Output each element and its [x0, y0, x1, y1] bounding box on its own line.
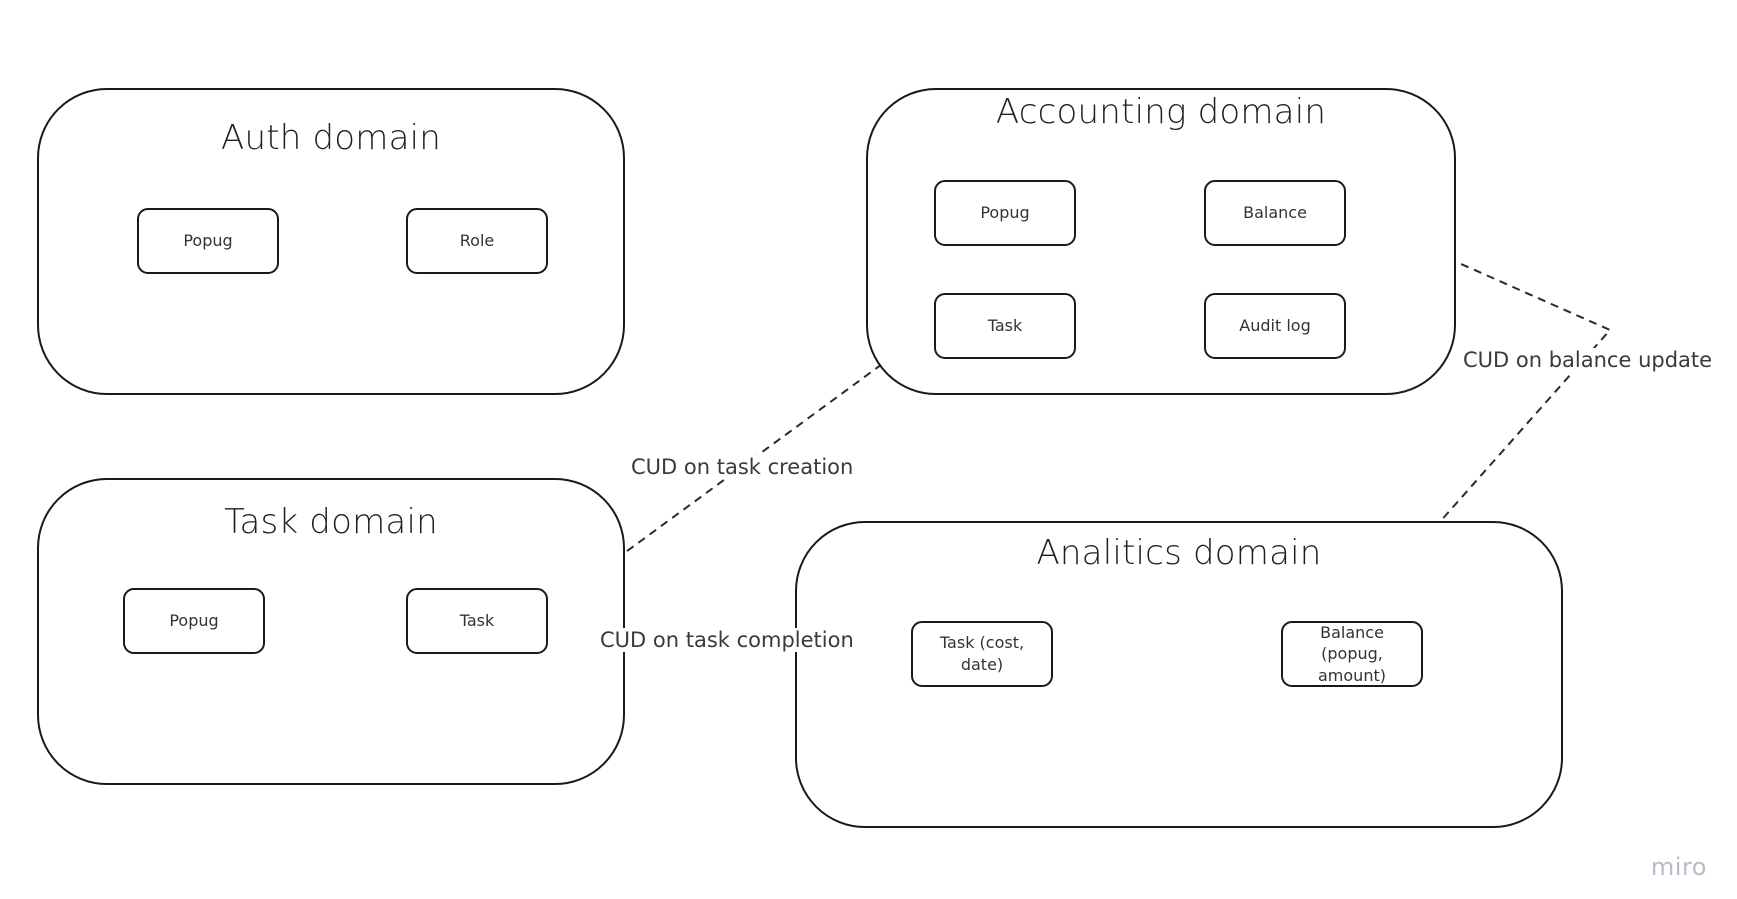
auth-role-entity[interactable]: Role: [406, 208, 548, 274]
task-domain-popug-entity[interactable]: Popug: [123, 588, 265, 654]
task-domain-title: Task domain: [224, 502, 438, 542]
accounting-task-entity[interactable]: Task: [934, 293, 1076, 359]
miro-watermark: miro: [1650, 853, 1707, 881]
accounting-balance-entity[interactable]: Balance: [1204, 180, 1346, 246]
accounting-audit-log-entity[interactable]: Audit log: [1204, 293, 1346, 359]
accounting-domain-title: Accounting domain: [995, 92, 1327, 132]
auth-popug-entity[interactable]: Popug: [137, 208, 279, 274]
analytics-domain-title: Analitics domain: [1036, 533, 1322, 573]
edge-label-task-completion: CUD on task completion: [598, 628, 856, 652]
edge-label-task-creation: CUD on task creation: [629, 455, 856, 479]
task-domain-task-entity[interactable]: Task: [406, 588, 548, 654]
accounting-popug-entity[interactable]: Popug: [934, 180, 1076, 246]
auth-domain-title: Auth domain: [220, 118, 442, 158]
analytics-balance-entity[interactable]: Balance (popug, amount): [1281, 621, 1423, 687]
analytics-task-entity[interactable]: Task (cost, date): [911, 621, 1053, 687]
edge-label-balance-update: CUD on balance update: [1461, 348, 1715, 372]
